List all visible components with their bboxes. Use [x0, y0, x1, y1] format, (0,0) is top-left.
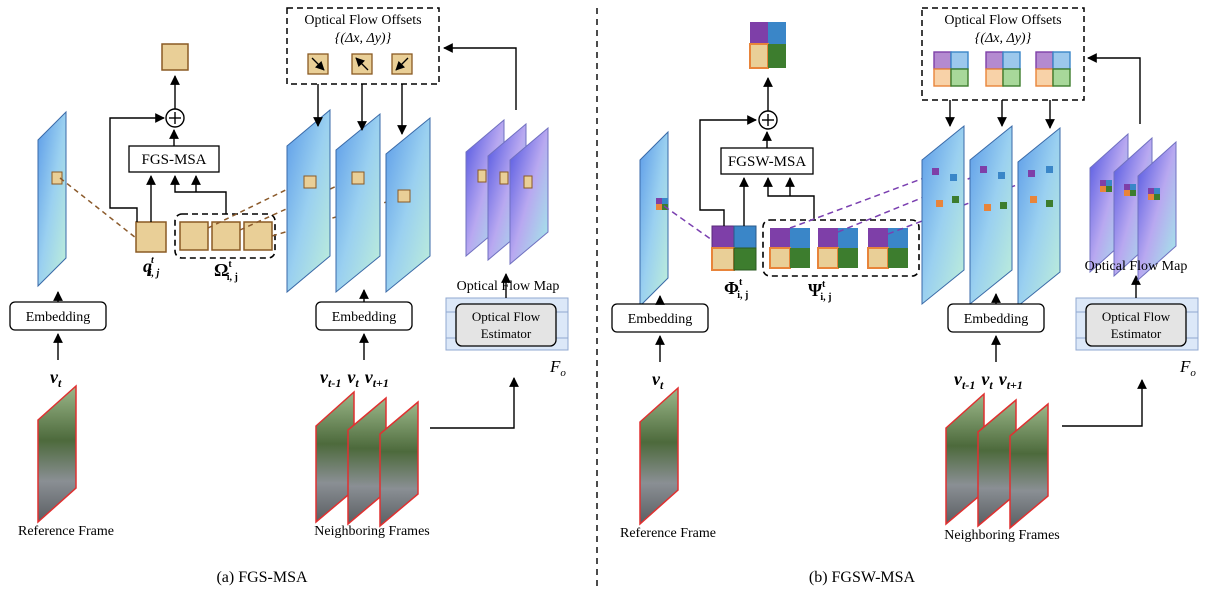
- left-key-patch-1: [179, 221, 209, 251]
- right-offsets-title: Optical Flow Offsets: [944, 13, 1061, 28]
- left-vref-label: vt: [50, 367, 62, 390]
- left-embedding-ref-label: Embedding: [26, 310, 91, 325]
- right-reference-frame-image: [639, 386, 679, 526]
- left-reference-label: Reference Frame: [18, 524, 114, 539]
- left-offsets-title: Optical Flow Offsets: [304, 13, 421, 28]
- right-offset-window-3: [1035, 51, 1071, 87]
- right-caption: (b) FGSW-MSA: [809, 569, 916, 586]
- right-neighbor-feature-maps: [921, 124, 1061, 308]
- right-estimator-box: [1085, 303, 1187, 347]
- right-estimator-line2: Estimator: [1111, 326, 1162, 341]
- left-flow-map-stack: [465, 118, 549, 266]
- right-vref-label: vt: [652, 369, 664, 392]
- right-estimator-line1: Optical Flow: [1102, 309, 1171, 324]
- left-keys-group: [174, 213, 276, 259]
- left-estimator-box: [455, 303, 557, 347]
- right-output-window: [749, 22, 786, 69]
- left-caption: (a) FGS-MSA: [216, 569, 308, 586]
- right-offset-window-1: [933, 51, 969, 87]
- left-estimator-line1: Optical Flow: [472, 309, 541, 324]
- left-flow-map-label: Optical Flow Map: [457, 279, 560, 294]
- left-key-patch-3: [243, 221, 273, 251]
- right-module-label: FGSW-MSA: [728, 154, 807, 170]
- left-ref-query-patch: [51, 171, 63, 185]
- right-key-window-2: [817, 228, 858, 269]
- left-neighboring-frames-image: [315, 390, 419, 528]
- left-ref-feature-map: [37, 110, 67, 288]
- right-neighbor-label: Neighboring Frames: [944, 528, 1059, 543]
- left-query-patch: [135, 221, 167, 253]
- right-offset-window-2: [985, 51, 1021, 87]
- right-flow-map-label: Optical Flow Map: [1085, 259, 1188, 274]
- right-flow-map-stack: [1089, 132, 1177, 282]
- right-reference-label: Reference Frame: [620, 526, 716, 541]
- right-embedding-neighbor-label: Embedding: [964, 312, 1029, 327]
- left-embedding-neighbor-label: Embedding: [332, 310, 397, 325]
- right-offsets-box: [921, 7, 1085, 101]
- right-ref-feature-map: [639, 130, 669, 308]
- right-estimator-symbol: Fo: [1179, 357, 1196, 379]
- right-offsets-set: {(Δx, Δy)}: [975, 31, 1032, 46]
- right-embedding-ref-label: Embedding: [628, 312, 693, 327]
- right-key-window-1: [769, 228, 810, 269]
- left-fgs-msa-box: [128, 145, 220, 173]
- left-key-patch-2: [211, 221, 241, 251]
- left-neighbor-label: Neighboring Frames: [314, 524, 429, 539]
- left-reference-frame-image: [37, 384, 77, 524]
- left-neighbor-feature-maps: [286, 108, 431, 294]
- left-estimator-line2: Estimator: [481, 326, 532, 341]
- right-neighboring-frames-image: [945, 392, 1049, 530]
- left-estimator-symbol: Fo: [549, 357, 566, 379]
- right-keys-group: [762, 219, 920, 277]
- left-module-label: FGS-MSA: [141, 152, 206, 168]
- left-offsets-box: [286, 7, 440, 85]
- right-query-window: [711, 225, 757, 271]
- right-key-window-3: [867, 228, 908, 269]
- left-output-patch: [161, 43, 189, 71]
- left-offsets-set: {(Δx, Δy)}: [335, 31, 392, 46]
